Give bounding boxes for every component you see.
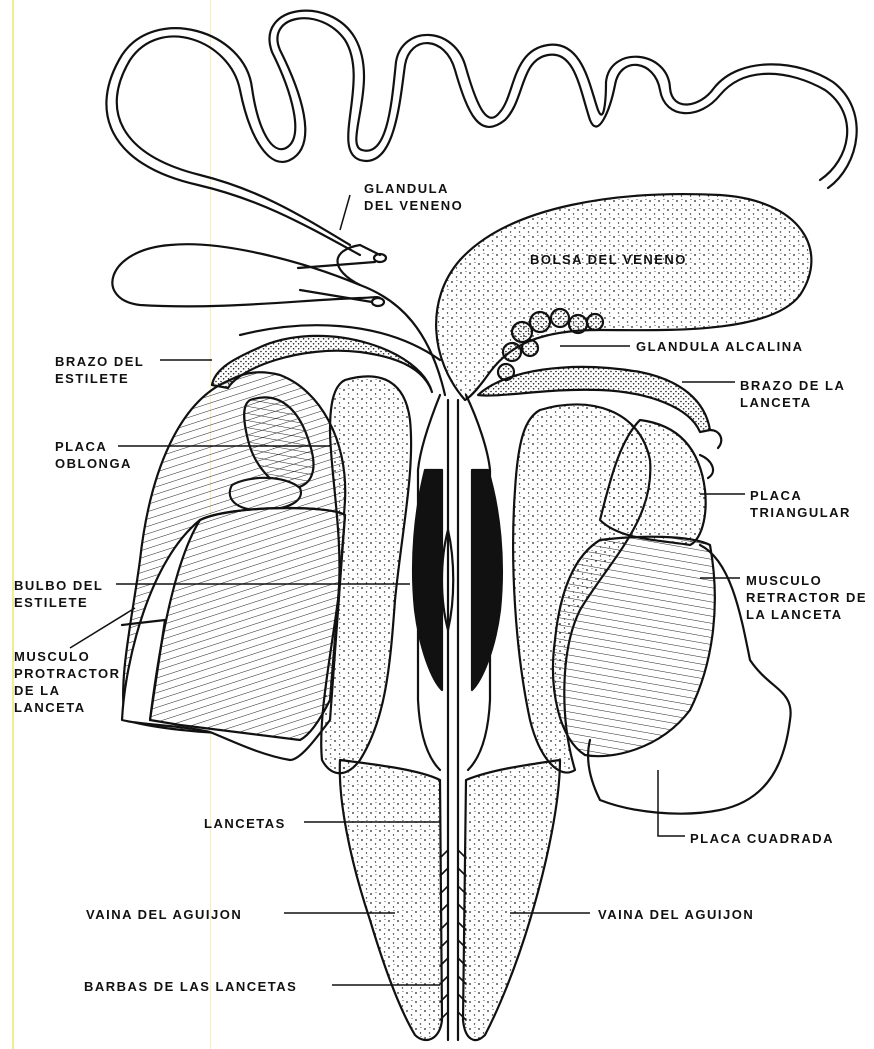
lancet-barbs [440, 850, 466, 1020]
label-lancet-arm: BRAZO DE LA LANCETA [740, 377, 845, 411]
label-retractor-muscle: MUSCULO RETRACTOR DE LA LANCETA [746, 572, 867, 623]
label-triangular-plate: PLACA TRIANGULAR [750, 487, 851, 521]
sting-sheath-right [463, 760, 560, 1040]
retractor-muscle [553, 537, 715, 756]
label-protractor-muscle: MUSCULO PROTRACTOR DE LA LANCETA [14, 648, 120, 716]
label-lancet-barbs: BARBAS DE LAS LANCETAS [84, 978, 297, 995]
label-quadrate-plate: PLACA CUADRADA [690, 830, 834, 847]
label-lancets: LANCETAS [204, 815, 286, 832]
label-sheath-right: VAINA DEL AGUIJON [598, 906, 754, 923]
lancets-shaft [448, 400, 458, 1040]
sting-sheath-left [340, 760, 442, 1040]
label-venom-sac: BOLSA DEL VENENO [530, 251, 687, 268]
label-alkaline-gland: GLANDULA ALCALINA [636, 338, 804, 355]
label-venom-gland: GLANDULA DEL VENENO [364, 180, 463, 214]
label-stylet-bulb: BULBO DEL ESTILETE [14, 577, 103, 611]
label-sheath-left: VAINA DEL AGUIJON [86, 906, 242, 923]
label-oblong-plate: PLACA OBLONGA [55, 438, 132, 472]
label-stylet-arm: BRAZO DEL ESTILETE [55, 353, 144, 387]
